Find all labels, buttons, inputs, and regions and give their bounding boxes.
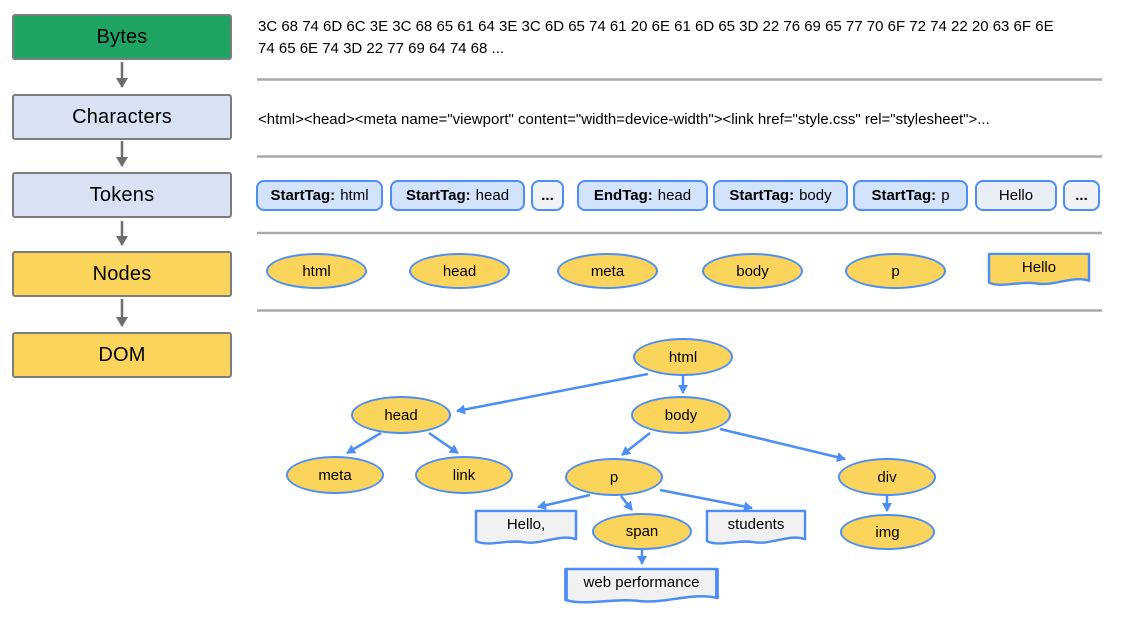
edge-head-meta bbox=[346, 431, 382, 455]
tree-node-img: img bbox=[840, 514, 935, 550]
stage-label-dom: DOM bbox=[98, 343, 146, 366]
stage-box-dom: DOM bbox=[12, 332, 232, 378]
stage-box-tokens: Tokens bbox=[12, 172, 232, 218]
edge-head-link bbox=[428, 431, 459, 455]
bytes-hex-line-2: 74 65 6E 74 3D 22 77 69 64 74 68 ... bbox=[258, 40, 505, 57]
tree-node-html: html bbox=[633, 338, 733, 376]
document-shape bbox=[474, 509, 578, 545]
tree-text-node-web-performance: web performance bbox=[563, 567, 720, 609]
token-value: Hello bbox=[998, 187, 1034, 204]
tree-node-p: p bbox=[565, 458, 663, 496]
edge-p-span bbox=[620, 495, 633, 511]
edge-body-p bbox=[621, 432, 651, 456]
stage-label-bytes: Bytes bbox=[96, 25, 148, 48]
tree-node-head: head bbox=[351, 396, 451, 434]
token-ellipsis-2: ... bbox=[1063, 180, 1100, 211]
token-value: ... bbox=[1075, 187, 1088, 204]
token-kind: StartTag: bbox=[405, 187, 471, 204]
node-body: body bbox=[702, 253, 803, 289]
tree-node-label: span bbox=[625, 523, 659, 540]
tree-node-div: div bbox=[838, 458, 936, 496]
tree-text-node-students: students bbox=[705, 509, 807, 550]
tree-node-label: head bbox=[384, 406, 418, 424]
stage-label-nodes: Nodes bbox=[92, 262, 152, 285]
tree-text-label: students bbox=[727, 516, 785, 533]
tree-node-meta: meta bbox=[286, 456, 384, 494]
token-ellipsis-1: ... bbox=[531, 180, 564, 211]
tree-node-label: img bbox=[875, 523, 900, 541]
stage-box-nodes: Nodes bbox=[12, 251, 232, 297]
node-label: head bbox=[442, 262, 477, 280]
document-shape bbox=[705, 509, 807, 545]
tree-node-body: body bbox=[631, 396, 731, 434]
node-label: html bbox=[302, 262, 331, 280]
token-value: ... bbox=[541, 187, 554, 204]
token-kind: StartTag: bbox=[871, 187, 937, 204]
stage-label-tokens: Tokens bbox=[89, 183, 155, 206]
tree-node-label: div bbox=[877, 468, 897, 486]
token-starttag-body: StartTag: body bbox=[713, 180, 848, 211]
tree-text-label: web performance bbox=[583, 574, 700, 591]
token-value: head bbox=[475, 187, 510, 204]
edge-html-head bbox=[456, 372, 649, 415]
token-value: html bbox=[340, 187, 369, 204]
tree-node-label: link bbox=[452, 466, 476, 484]
node-html: html bbox=[266, 253, 367, 289]
stage-box-bytes: Bytes bbox=[12, 14, 232, 60]
token-value: p bbox=[941, 187, 950, 204]
token-kind: StartTag: bbox=[729, 187, 795, 204]
node-text-hello: Hello bbox=[987, 252, 1091, 291]
edge-p-students-text bbox=[659, 488, 753, 512]
token-value: body bbox=[799, 187, 832, 204]
token-kind: StartTag: bbox=[270, 187, 336, 204]
node-label: Hello bbox=[1021, 259, 1057, 276]
tree-node-link: link bbox=[415, 456, 513, 494]
edge-body-div bbox=[719, 427, 846, 462]
node-label: meta bbox=[590, 262, 625, 280]
node-label: body bbox=[736, 262, 769, 280]
token-starttag-p: StartTag: p bbox=[853, 180, 968, 211]
edge-p-hello-text bbox=[537, 493, 591, 511]
tree-node-label: p bbox=[609, 468, 619, 486]
token-kind: EndTag: bbox=[593, 187, 653, 204]
token-text-hello: Hello bbox=[975, 180, 1057, 211]
document-shape bbox=[987, 252, 1091, 286]
token-endtag-head: EndTag: head bbox=[577, 180, 708, 211]
token-starttag-html: StartTag: html bbox=[256, 180, 383, 211]
characters-markup-line: <html><head><meta name="viewport" conten… bbox=[258, 111, 990, 128]
node-meta: meta bbox=[557, 253, 658, 289]
node-head: head bbox=[409, 253, 510, 289]
tree-text-node-hello: Hello, bbox=[474, 509, 578, 550]
token-starttag-head: StartTag: head bbox=[390, 180, 525, 211]
tree-node-span: span bbox=[592, 513, 692, 550]
stage-box-characters: Characters bbox=[12, 94, 232, 140]
tree-node-label: html bbox=[668, 348, 698, 366]
document-shape bbox=[564, 567, 719, 604]
token-value: head bbox=[657, 187, 692, 204]
node-p: p bbox=[845, 253, 946, 289]
bytes-hex-line-1: 3C 68 74 6D 6C 3E 3C 68 65 61 64 3E 3C 6… bbox=[258, 18, 1054, 35]
tree-node-label: meta bbox=[318, 466, 352, 484]
stage-label-characters: Characters bbox=[72, 105, 172, 128]
tree-text-label: Hello, bbox=[506, 516, 546, 533]
node-label: p bbox=[891, 262, 900, 280]
tree-node-label: body bbox=[664, 406, 698, 424]
